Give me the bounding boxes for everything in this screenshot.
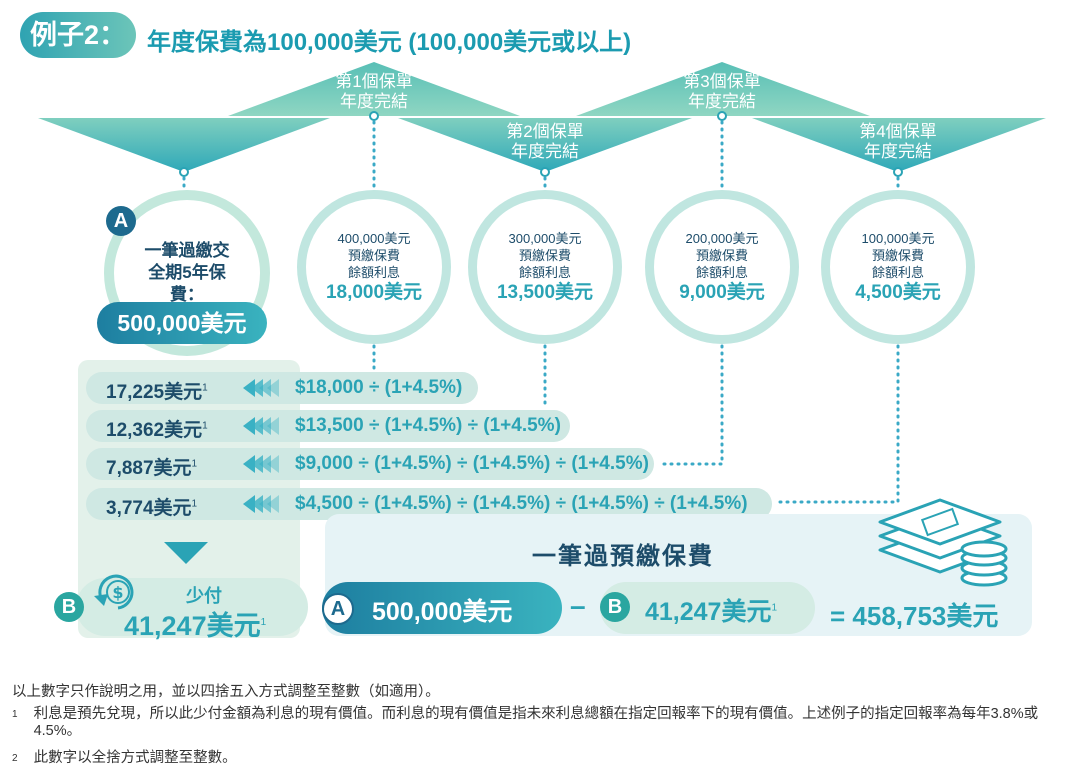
pay-less-amount: 41,247美元1 — [124, 611, 267, 641]
triple-arrow-icon — [243, 455, 279, 473]
row-value-1: 17,225美元1 — [106, 382, 208, 403]
badge-b: B — [54, 592, 84, 622]
coin-stack-icon — [960, 540, 1008, 587]
lump-sum-circle — [104, 190, 270, 356]
pay-less-pill — [76, 578, 308, 636]
row-value-4: 3,774美元1 — [106, 498, 198, 519]
equation-a-pill — [322, 582, 562, 634]
minus-sign: – — [570, 590, 586, 621]
equation-result: = 458,753美元 — [830, 601, 999, 631]
policy2-triangle — [398, 118, 692, 172]
equation-b-amount: 41,247美元1 — [645, 598, 778, 626]
interest-circle-4: 100,000美元預繳保費餘額利息 4,500美元 — [821, 190, 975, 344]
svg-text:$: $ — [112, 583, 123, 602]
row-formula-1: $18,000 ÷ (1+4.5%) — [295, 377, 463, 398]
row-formula-2: $13,500 ÷ (1+4.5%) ÷ (1+4.5%) — [295, 415, 561, 436]
policy1-triangle — [228, 62, 520, 116]
row-pill-2 — [86, 410, 570, 442]
row-pill-3 — [86, 448, 654, 480]
footnote-1: 1 利息是預先兌現，所以此少付金額為利息的現有價值。而利息的現有價值是指未來利息… — [12, 706, 1039, 739]
lump-sum-amount: 500,000美元 — [97, 302, 267, 344]
interest-circle-3: 200,000美元預繳保費餘額利息 9,000美元 — [645, 190, 799, 344]
footnote-2: 2 此數字以全捨方式調整至整數。 — [12, 750, 237, 766]
page-title: 年度保費為100,000美元 (100,000美元或以上) — [147, 29, 632, 56]
dollar-cycle-icon: $ — [94, 574, 134, 610]
policy-end-label-3: 第3個保單年度完結 — [683, 72, 761, 111]
triple-arrow-icon — [243, 379, 279, 397]
policy3-triangle — [576, 62, 870, 116]
triple-arrow-icon — [243, 495, 279, 513]
row-value-2: 12,362美元1 — [106, 420, 208, 441]
policy4-triangle — [752, 118, 1046, 172]
row-formula-3: $9,000 ÷ (1+4.5%) ÷ (1+4.5%) ÷ (1+4.5%) — [295, 453, 649, 474]
example-badge: 例子2： — [20, 12, 136, 58]
equation-a-amount: 500,000美元 — [372, 598, 513, 626]
row-value-3: 7,887美元1 — [106, 458, 198, 479]
lump-sum-label: 一筆過繳交全期5年保費： — [144, 241, 230, 304]
down-arrow-icon — [164, 542, 208, 564]
triple-arrow-icon — [243, 417, 279, 435]
policy-end-label-1: 第1個保單年度完結 — [335, 72, 413, 111]
equation-badge-b: B — [600, 592, 630, 622]
start-triangle — [38, 118, 330, 172]
interest-circle-1: 400,000美元預繳保費餘額利息 18,000美元 — [297, 190, 451, 344]
equation-title: 一筆過預繳保費 — [532, 543, 714, 570]
interest-circle-2: 300,000美元預繳保費餘額利息 13,500美元 — [468, 190, 622, 344]
row-formula-4: $4,500 ÷ (1+4.5%) ÷ (1+4.5%) ÷ (1+4.5%) … — [295, 493, 748, 514]
pay-less-label: 少付 — [186, 586, 222, 606]
badge-a: A — [106, 206, 136, 236]
policy-end-label-4: 第4個保單年度完結 — [859, 122, 937, 161]
equation-b-pill — [600, 582, 815, 634]
policy-end-label-2: 第2個保單年度完結 — [506, 122, 584, 161]
row-pill-1 — [86, 372, 478, 404]
equation-badge-a: A — [322, 593, 354, 625]
footer-disclaimer: 以上數字只作說明之用，並以四捨五入方式調整至整數（如適用）。 — [12, 684, 440, 700]
